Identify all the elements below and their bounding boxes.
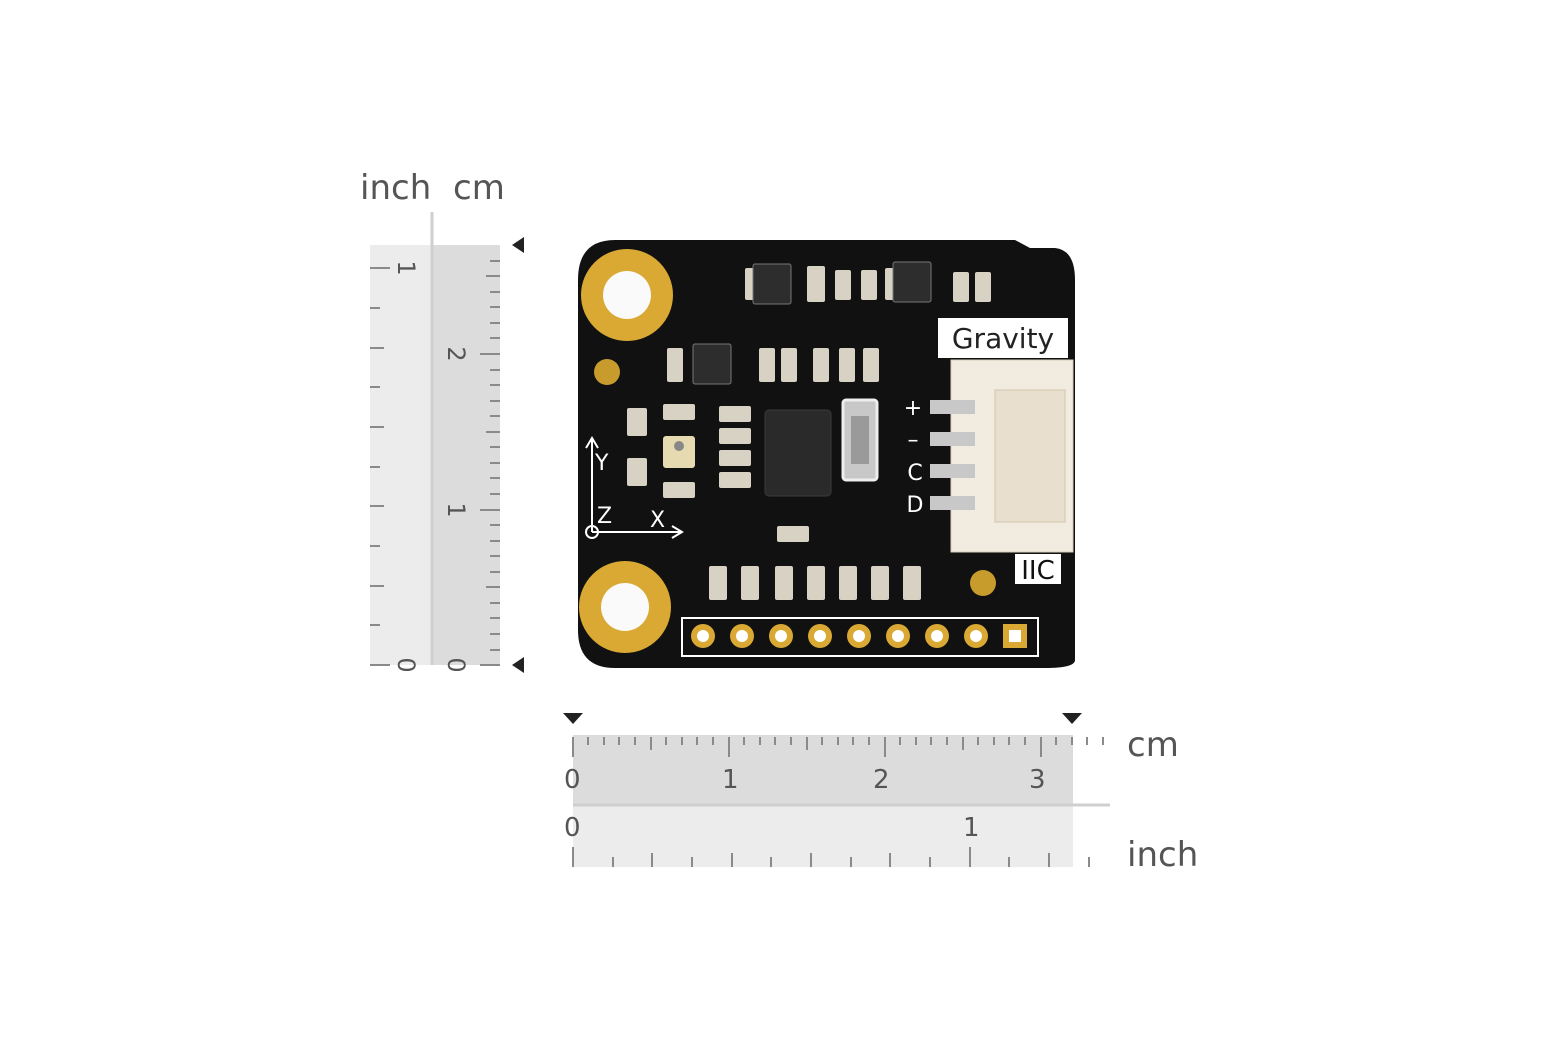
inch-tick-1: 1 <box>392 260 420 275</box>
h-inch-tick-1: 1 <box>963 813 980 843</box>
iic-label: IIC <box>1021 556 1055 586</box>
transistors <box>692 261 932 385</box>
pcb-graphic: Y X Z Gravity + – C D IIC <box>578 240 1075 668</box>
cm-band <box>573 735 1073 805</box>
connector-inner <box>994 389 1066 523</box>
inch-band <box>573 805 1073 867</box>
pin-d-label: D <box>907 493 924 518</box>
cm-ticks <box>572 737 1104 757</box>
vertical-ruler-cm-label: cm <box>453 168 505 208</box>
horizontal-ruler: 0 1 2 3 0 1 cm inch <box>555 705 1235 885</box>
via-right <box>970 570 996 596</box>
cm-band <box>432 245 500 665</box>
pin-plus-label: + <box>904 396 922 421</box>
pin-header-outline <box>681 617 1039 657</box>
vertical-ruler-graphic: 0 1 2 0 1 <box>370 212 524 673</box>
pin-c-label: C <box>907 461 922 486</box>
pin-minus-label: – <box>908 428 919 453</box>
inch-ticks <box>572 847 1090 867</box>
axis-x-label: X <box>650 508 665 533</box>
left-marker-arrow <box>563 713 583 724</box>
gravity-label-box <box>938 318 1068 358</box>
axis-z-label: Z <box>597 504 612 529</box>
top-marker-arrow <box>512 237 524 253</box>
vertical-ruler-inch-label: inch <box>360 168 432 208</box>
vertical-ruler: inch cm <box>360 160 530 680</box>
horizontal-ruler-graphic <box>563 713 1110 867</box>
h-inch-tick-0: 0 <box>564 813 581 843</box>
iic-label-box <box>1015 554 1061 584</box>
h-cm-tick-2: 2 <box>873 765 890 795</box>
inch-band <box>370 245 432 665</box>
inch-ticks <box>370 267 390 666</box>
axis-indicator <box>585 436 684 539</box>
gravity-label: Gravity <box>952 322 1054 355</box>
connector-pins <box>930 400 975 510</box>
cm-ticks <box>480 260 500 666</box>
bottom-marker-arrow <box>512 657 524 673</box>
via-left <box>594 359 620 385</box>
h-ruler-inch-label: inch <box>1127 835 1199 875</box>
smd-components <box>627 266 991 600</box>
right-marker-arrow <box>1062 713 1082 724</box>
h-cm-tick-1: 1 <box>722 765 739 795</box>
pin-header-pads <box>691 624 1027 648</box>
axis-y-label: Y <box>594 451 609 476</box>
mounting-hole-top-left <box>581 249 673 341</box>
h-cm-tick-3: 3 <box>1029 765 1046 795</box>
h-cm-tick-0: 0 <box>564 765 581 795</box>
cm-tick-1: 1 <box>442 502 470 517</box>
h-ruler-cm-label: cm <box>1127 725 1179 765</box>
cm-tick-2: 2 <box>442 346 470 361</box>
cm-tick-0: 0 <box>442 657 470 672</box>
pcb-board: Y X Z Gravity + – C D IIC <box>575 240 1085 670</box>
mounting-hole-bottom-left <box>579 561 671 653</box>
main-chip <box>764 409 832 497</box>
pressure-sensor <box>663 436 695 468</box>
inch-tick-0: 0 <box>392 657 420 672</box>
